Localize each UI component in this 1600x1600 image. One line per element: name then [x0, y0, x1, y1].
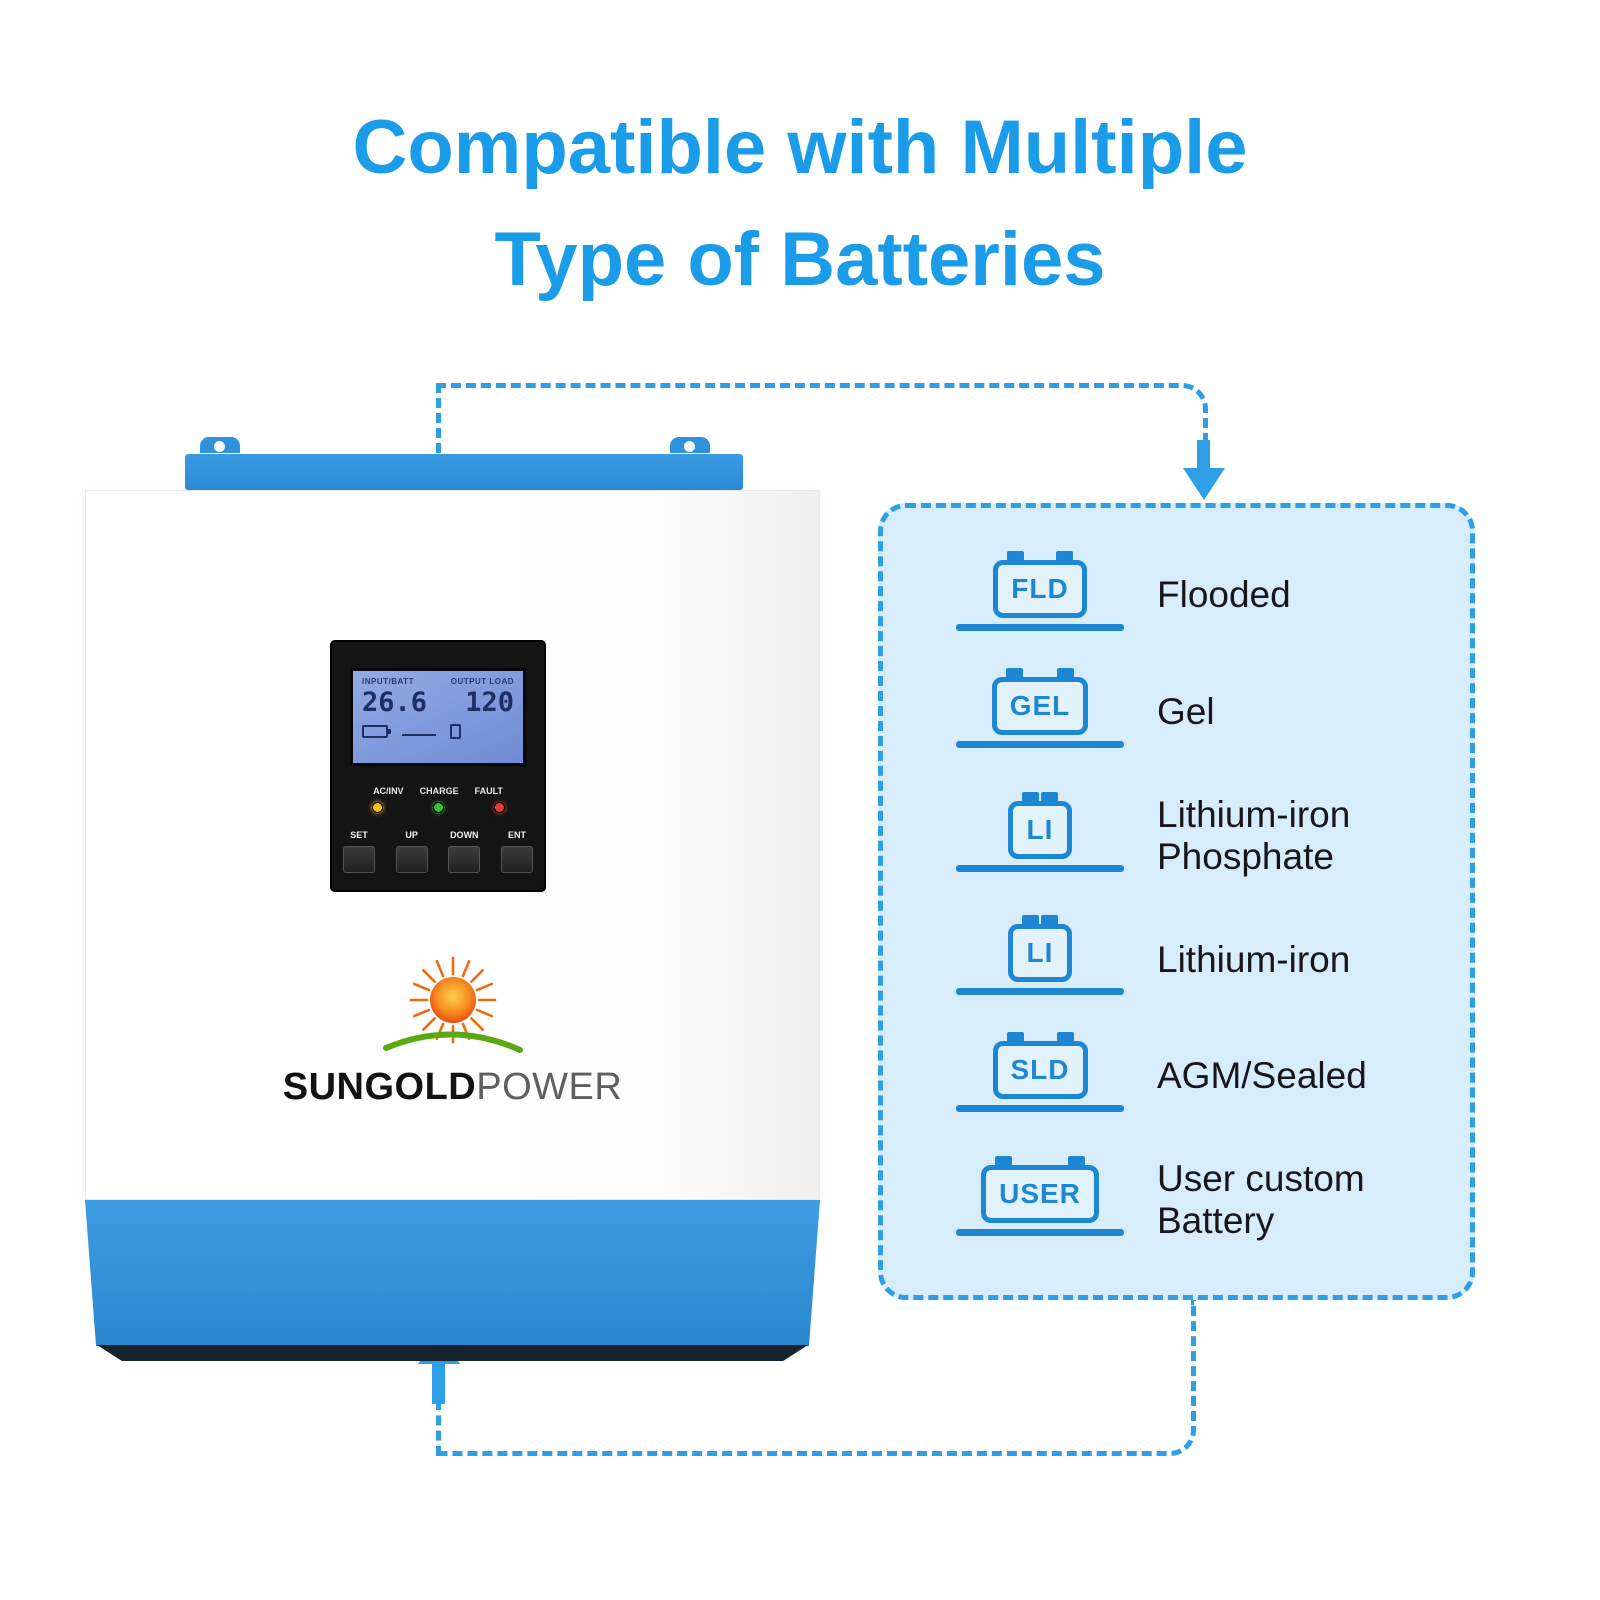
- inverter-device: INPUT/BATT OUTPUT LOAD 26.6 120 AC/INV C…: [85, 437, 820, 1364]
- charge-led-icon: [432, 802, 444, 813]
- control-panel: INPUT/BATT OUTPUT LOAD 26.6 120 AC/INV C…: [330, 640, 546, 892]
- led-label-acinv: AC/INV: [373, 786, 404, 796]
- battery-row-flooded: FLD Flooded: [956, 551, 1440, 631]
- load-glyph-icon: [450, 724, 461, 739]
- battery-code-badge: GEL: [991, 667, 1089, 735]
- battery-types-panel: FLD Flooded GEL Gel LI Lithium-iron Phos…: [878, 503, 1475, 1300]
- battery-icon: USER: [956, 1155, 1124, 1236]
- connector-bottom-line: [436, 1300, 1196, 1456]
- down-button: [448, 846, 481, 873]
- mounting-hole-icon: [214, 441, 225, 452]
- battery-base-icon: [956, 1105, 1124, 1113]
- brand-name: SUNGOLDPOWER: [85, 1066, 820, 1109]
- page-title: Compatible with Multiple Type of Batteri…: [0, 92, 1600, 316]
- arrow-up-icon: [432, 1362, 445, 1404]
- battery-code-badge: USER: [981, 1155, 1099, 1223]
- sun-logo-icon: [382, 956, 523, 1053]
- up-button: [395, 846, 428, 873]
- lcd-display: INPUT/BATT OUTPUT LOAD 26.6 120: [350, 668, 526, 766]
- page-title-line1: Compatible with Multiple: [352, 105, 1248, 190]
- up-button-label: UP: [405, 830, 418, 840]
- fault-led-icon: [493, 802, 505, 813]
- battery-glyph-icon: [362, 725, 391, 738]
- battery-code-badge: SLD: [992, 1032, 1088, 1100]
- inverter-bottom-panel: [85, 1200, 820, 1346]
- battery-type-label: Lithium-iron: [1157, 938, 1351, 980]
- mounting-bracket: [185, 454, 743, 490]
- acinv-led-icon: [371, 802, 383, 813]
- battery-row-user-custom: USER User custom Battery: [956, 1155, 1440, 1243]
- lcd-graphics: [362, 724, 514, 739]
- battery-type-label: User custom Battery: [1157, 1157, 1365, 1242]
- battery-type-label: Lithium-iron Phosphate: [1157, 793, 1351, 878]
- battery-icon: GEL: [956, 667, 1124, 748]
- battery-base-icon: [956, 1228, 1124, 1236]
- arrow-down-icon: [1197, 440, 1210, 470]
- led-label-charge: CHARGE: [419, 786, 459, 796]
- battery-icon: FLD: [956, 551, 1124, 631]
- battery-type-label: Gel: [1157, 690, 1215, 732]
- connector-bottom-rise: [436, 1400, 441, 1456]
- mounting-tab-right: [670, 437, 710, 453]
- set-button-label: SET: [350, 830, 368, 840]
- arrow-down-head-icon: [1183, 468, 1225, 500]
- battery-base-icon: [956, 624, 1124, 631]
- flow-glyph-icon: [402, 727, 436, 736]
- lcd-output-label: OUTPUT LOAD: [450, 677, 514, 686]
- battery-row-lithium-iron: LI Lithium-iron: [956, 915, 1440, 996]
- battery-type-label: AGM/Sealed: [1157, 1055, 1367, 1097]
- set-button: [343, 846, 375, 873]
- battery-icon: LI: [956, 791, 1124, 872]
- lcd-input-value: 26.6: [362, 687, 428, 718]
- battery-type-label: Flooded: [1157, 574, 1291, 616]
- battery-base-icon: [956, 864, 1124, 872]
- connector-top-line: [436, 383, 1208, 443]
- brand-name-power: POWER: [476, 1066, 623, 1108]
- mounting-tab-left: [200, 437, 240, 453]
- brand-name-sungold: SUNGOLD: [282, 1066, 477, 1108]
- led-label-fault: FAULT: [474, 786, 503, 796]
- battery-icon: SLD: [956, 1032, 1124, 1113]
- down-button-label: DOWN: [450, 830, 479, 840]
- battery-icon: LI: [956, 915, 1124, 996]
- ent-button-label: ENT: [507, 830, 526, 840]
- lcd-output-value: 120: [465, 687, 514, 718]
- inverter-bottom-edge: [97, 1345, 808, 1361]
- battery-row-gel: GEL Gel: [956, 667, 1440, 748]
- connector-top-drop: [436, 383, 441, 453]
- battery-row-agm-sealed: SLD AGM/Sealed: [956, 1032, 1440, 1113]
- mounting-hole-icon: [684, 441, 695, 452]
- battery-base-icon: [956, 740, 1124, 748]
- page-title-line2: Type of Batteries: [494, 217, 1106, 302]
- battery-code-badge: LI: [1008, 791, 1072, 859]
- battery-base-icon: [956, 988, 1124, 996]
- lcd-input-label: INPUT/BATT: [362, 677, 414, 686]
- battery-code-badge: LI: [1008, 915, 1072, 983]
- ent-button: [500, 846, 533, 873]
- battery-code-badge: FLD: [993, 551, 1087, 618]
- battery-row-lifepo4: LI Lithium-iron Phosphate: [956, 791, 1440, 879]
